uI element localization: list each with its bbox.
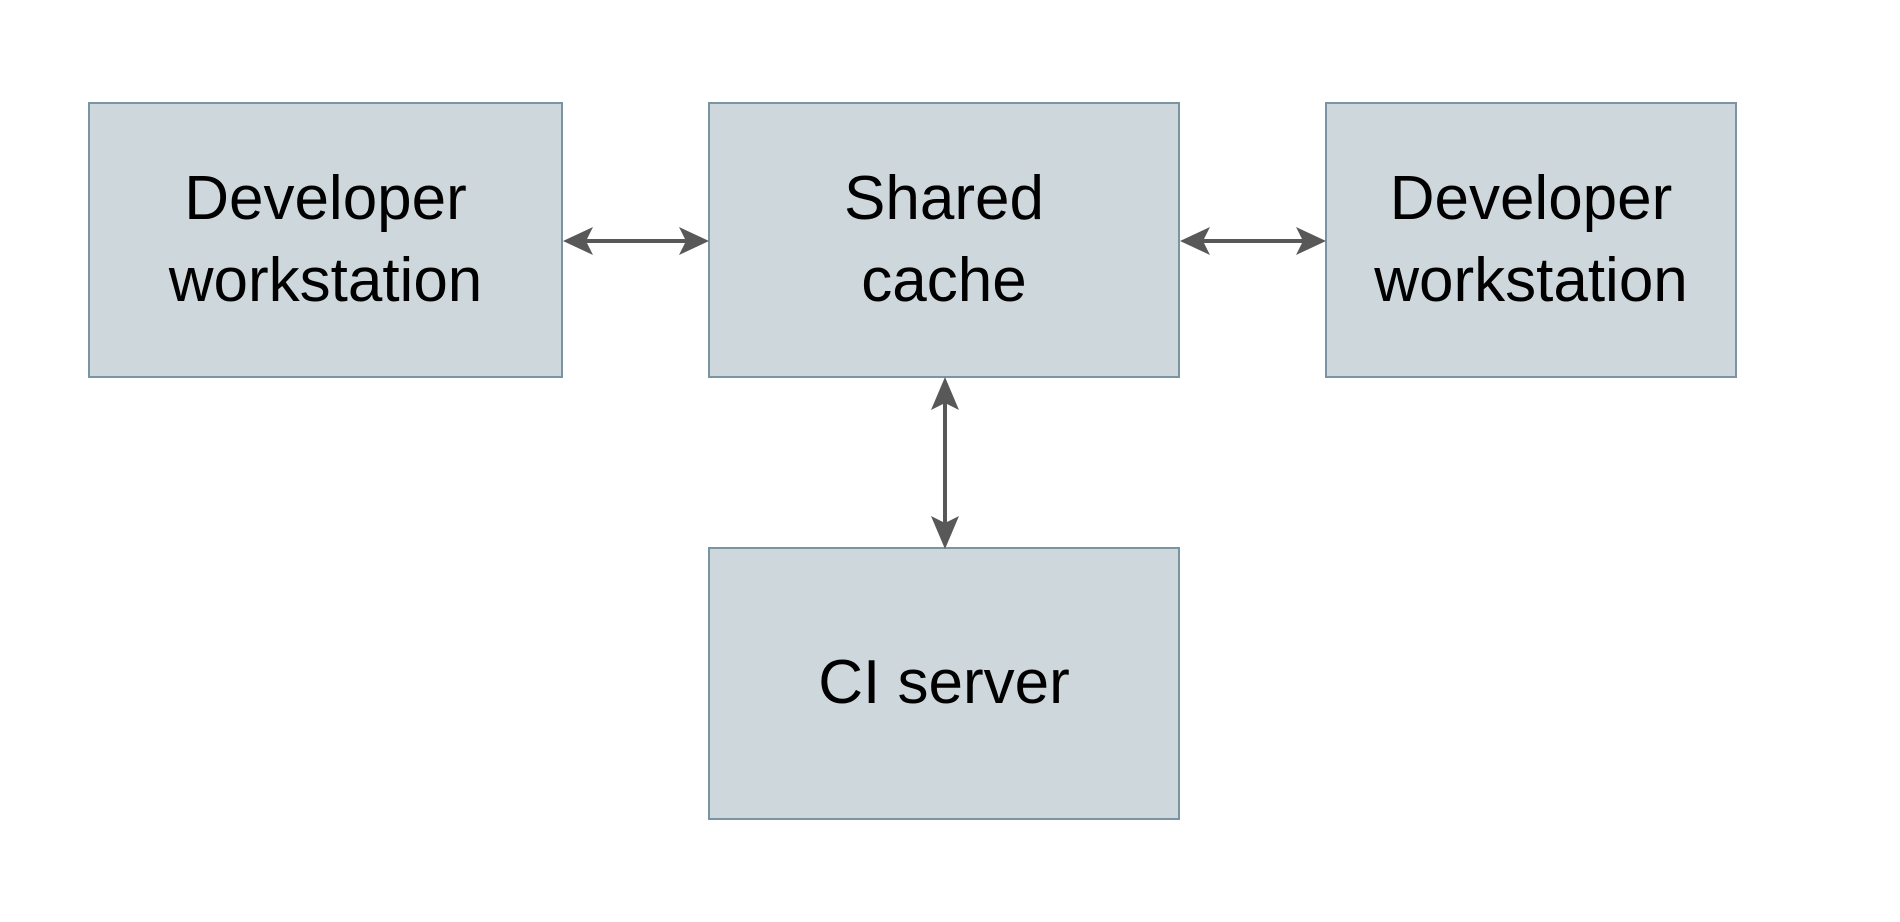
node-shared-cache[interactable]: Shared cache xyxy=(708,102,1180,378)
double-arrow-icon xyxy=(1180,227,1326,255)
double-arrow-icon xyxy=(563,227,709,255)
double-arrow-icon xyxy=(931,377,959,549)
node-label: Shared cache xyxy=(844,163,1044,315)
node-ci-server[interactable]: CI server xyxy=(708,547,1180,820)
connector-shared-cache-to-ci-server[interactable] xyxy=(916,374,974,552)
connector-shared-cache-to-right-workstation[interactable] xyxy=(1177,212,1329,270)
node-label: Developer workstation xyxy=(1374,163,1688,315)
node-developer-workstation-right[interactable]: Developer workstation xyxy=(1325,102,1737,378)
connector-left-workstation-to-shared-cache[interactable] xyxy=(560,212,712,270)
node-developer-workstation-left[interactable]: Developer workstation xyxy=(88,102,563,378)
node-label: CI server xyxy=(818,648,1070,718)
node-label: Developer workstation xyxy=(168,163,483,315)
